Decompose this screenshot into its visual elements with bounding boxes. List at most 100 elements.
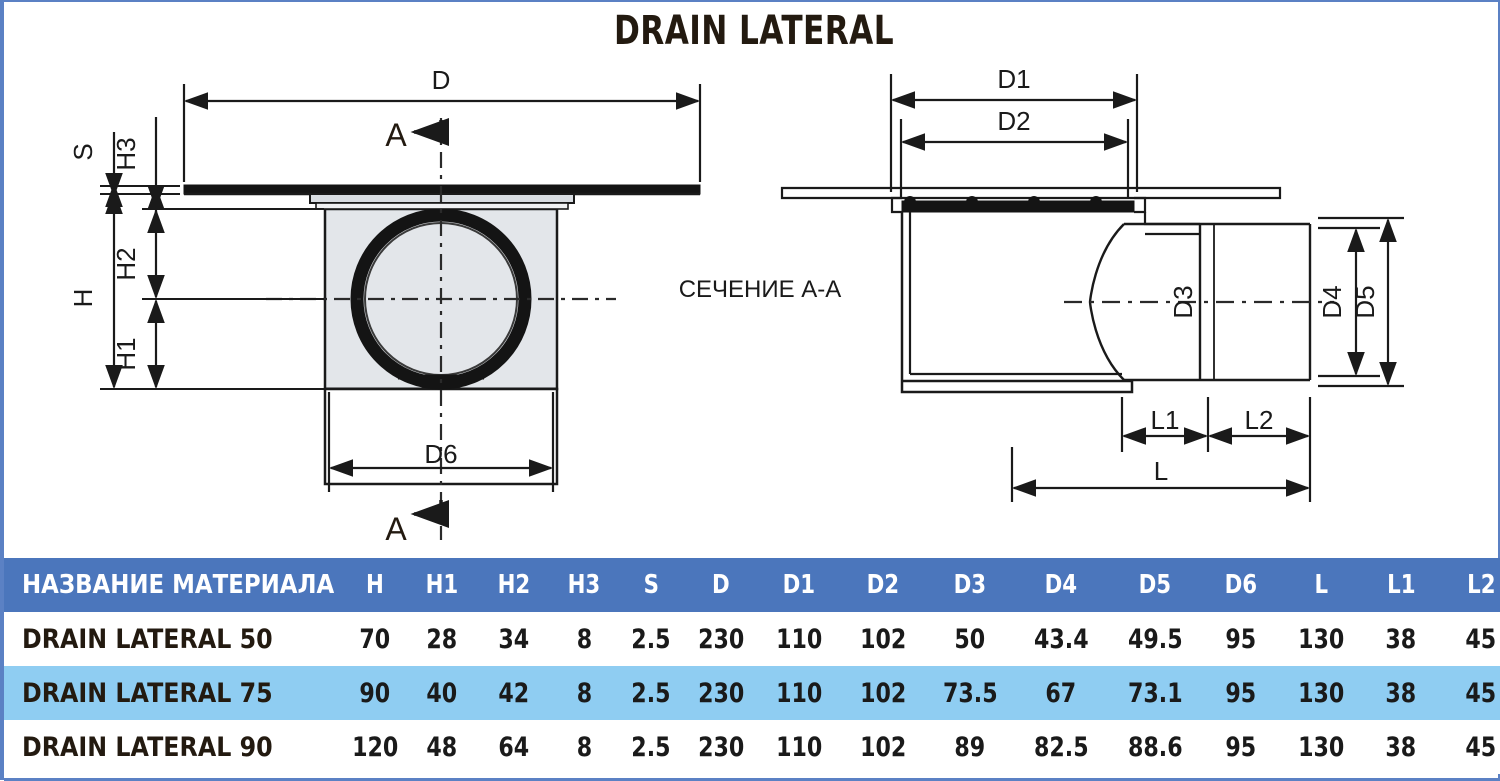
cell-h2: 64 xyxy=(478,720,550,774)
column-header-name: НАЗВАНИЕ МАТЕРИАЛА xyxy=(4,558,344,612)
cell-s: 2.5 xyxy=(618,666,684,720)
cell-h3: 8 xyxy=(550,666,618,720)
column-header-l2: L2 xyxy=(1440,558,1500,612)
cell-h1: 40 xyxy=(406,666,478,720)
cell-l: 130 xyxy=(1280,720,1362,774)
cell-d6: 95 xyxy=(1202,612,1280,666)
dimension-label-H: H xyxy=(68,289,98,308)
cell-h3: 8 xyxy=(550,720,618,774)
section-letter-bottom: A xyxy=(385,511,407,547)
cell-d4: 82.5 xyxy=(1014,720,1108,774)
cell-h: 90 xyxy=(344,666,406,720)
cell-l1: 38 xyxy=(1362,666,1440,720)
column-header-h3: H3 xyxy=(550,558,618,612)
section-note: СЕЧЕНИЕ А-А xyxy=(679,276,842,303)
column-header-d4: D4 xyxy=(1014,558,1108,612)
cell-material-name: DRAIN LATERAL 90 xyxy=(4,720,344,774)
cell-h: 120 xyxy=(344,720,406,774)
dimension-label-D2: D2 xyxy=(997,106,1030,136)
dimension-L xyxy=(1010,447,1311,502)
cell-d: 230 xyxy=(684,720,758,774)
table-row[interactable]: DRAIN LATERAL 75 90 40 42 8 2.5 230 110 … xyxy=(4,666,1500,720)
cell-d4: 43.4 xyxy=(1014,612,1108,666)
section-mark-top xyxy=(410,118,449,146)
table-row[interactable]: DRAIN LATERAL 90 120 48 64 8 2.5 230 110… xyxy=(4,720,1500,774)
dimension-label-H3: H3 xyxy=(111,137,141,170)
cell-d6: 95 xyxy=(1202,666,1280,720)
cell-d5: 49.5 xyxy=(1108,612,1202,666)
dimension-label-L: L xyxy=(1154,456,1168,486)
cell-d2: 102 xyxy=(840,666,926,720)
dimension-D5 xyxy=(1318,216,1404,388)
cell-l: 130 xyxy=(1280,612,1362,666)
column-header-h: H xyxy=(344,558,406,612)
cell-d1: 110 xyxy=(758,666,840,720)
dimension-D6 xyxy=(327,392,555,492)
cell-h: 70 xyxy=(344,612,406,666)
cell-l: 130 xyxy=(1280,666,1362,720)
cell-d: 230 xyxy=(684,612,758,666)
cell-h3: 8 xyxy=(550,612,618,666)
table-body: DRAIN LATERAL 50 70 28 34 8 2.5 230 110 … xyxy=(4,612,1500,774)
specification-table: НАЗВАНИЕ МАТЕРИАЛА H H1 H2 H3 S D D1 D2 … xyxy=(4,558,1500,774)
cell-d5: 73.1 xyxy=(1108,666,1202,720)
cell-h2: 42 xyxy=(478,666,550,720)
cell-d3: 89 xyxy=(926,720,1014,774)
technical-drawing: D A A S xyxy=(68,64,1404,547)
dimension-label-D4: D4 xyxy=(1317,285,1347,318)
cell-h1: 28 xyxy=(406,612,478,666)
dimension-D2 xyxy=(899,119,1130,198)
column-header-d: D xyxy=(684,558,758,612)
dimension-label-H1: H1 xyxy=(111,337,141,370)
table-header: НАЗВАНИЕ МАТЕРИАЛА H H1 H2 H3 S D D1 D2 … xyxy=(4,558,1500,612)
column-header-h2: H2 xyxy=(478,558,550,612)
column-header-d6: D6 xyxy=(1202,558,1280,612)
dimension-label-L1: L1 xyxy=(1151,405,1180,435)
dimension-label-D3: D3 xyxy=(1168,285,1198,318)
cell-d1: 110 xyxy=(758,612,840,666)
cell-d3: 73.5 xyxy=(926,666,1014,720)
dimension-label-D1: D1 xyxy=(997,64,1030,94)
right-view-geometry xyxy=(780,186,1312,394)
section-mark-bottom xyxy=(410,500,449,528)
column-header-l: L xyxy=(1280,558,1362,612)
cell-material-name: DRAIN LATERAL 50 xyxy=(4,612,344,666)
cell-d2: 102 xyxy=(840,612,926,666)
dimension-label-D: D xyxy=(432,65,451,95)
cell-s: 2.5 xyxy=(618,612,684,666)
cell-d4: 67 xyxy=(1014,666,1108,720)
table-header-row: НАЗВАНИЕ МАТЕРИАЛА H H1 H2 H3 S D D1 D2 … xyxy=(4,558,1500,612)
cell-l2: 45 xyxy=(1440,666,1500,720)
dimension-label-L2: L2 xyxy=(1245,405,1274,435)
cell-d3: 50 xyxy=(926,612,1014,666)
column-header-d2: D2 xyxy=(840,558,926,612)
dimension-label-D6: D6 xyxy=(424,439,457,469)
column-header-h1: H1 xyxy=(406,558,478,612)
column-header-s: S xyxy=(618,558,684,612)
cell-d6: 95 xyxy=(1202,720,1280,774)
table-row[interactable]: DRAIN LATERAL 50 70 28 34 8 2.5 230 110 … xyxy=(4,612,1500,666)
dimension-label-S: S xyxy=(68,143,98,160)
dimension-D xyxy=(182,84,702,182)
cell-l2: 45 xyxy=(1440,612,1500,666)
cell-d5: 88.6 xyxy=(1108,720,1202,774)
cell-s: 2.5 xyxy=(618,720,684,774)
cell-d2: 102 xyxy=(840,720,926,774)
cell-h1: 48 xyxy=(406,720,478,774)
column-header-d3: D3 xyxy=(926,558,1014,612)
column-header-d1: D1 xyxy=(758,558,840,612)
dimension-label-H2: H2 xyxy=(111,247,141,280)
dimension-label-D5: D5 xyxy=(1350,285,1380,318)
column-header-l1: L1 xyxy=(1362,558,1440,612)
cell-d1: 110 xyxy=(758,720,840,774)
cell-l1: 38 xyxy=(1362,720,1440,774)
cell-l2: 45 xyxy=(1440,720,1500,774)
page-title: DRAIN LATERAL xyxy=(614,8,894,54)
column-header-d5: D5 xyxy=(1108,558,1202,612)
cell-l1: 38 xyxy=(1362,612,1440,666)
cell-material-name: DRAIN LATERAL 75 xyxy=(4,666,344,720)
cell-d: 230 xyxy=(684,666,758,720)
cell-h2: 34 xyxy=(478,612,550,666)
section-letter-top: A xyxy=(385,117,407,153)
